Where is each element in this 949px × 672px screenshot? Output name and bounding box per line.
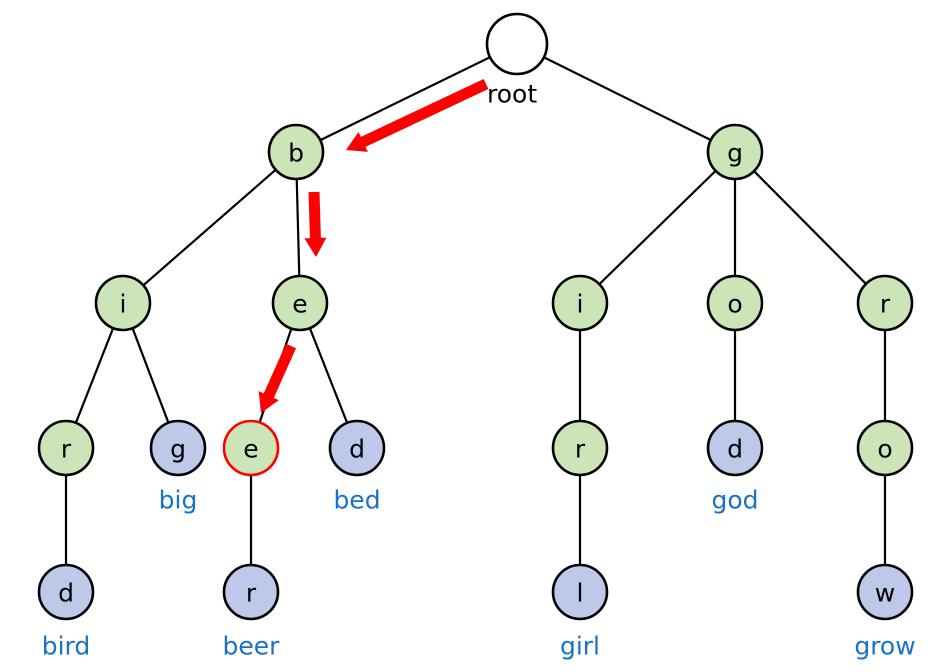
node-circle	[328, 419, 386, 477]
trie-node-g[interactable]: g	[706, 123, 764, 181]
trie-node-b-i[interactable]: i	[94, 274, 152, 332]
node-circle	[856, 563, 914, 621]
node-letter-bee: e	[243, 435, 258, 464]
trie-edge-b-i-to-bir	[74, 326, 115, 425]
trie-node-grow[interactable]: w	[856, 563, 914, 621]
arrow-b-to-e-head	[304, 237, 327, 257]
trie-node-bed[interactable]: d	[328, 419, 386, 477]
trie-node-g-o[interactable]: o	[706, 274, 764, 332]
node-letter-b: b	[288, 139, 304, 168]
trie-edge-b-to-b-i	[141, 167, 278, 288]
node-letter-b-i: i	[120, 290, 127, 319]
node-letter-god: d	[727, 435, 743, 464]
node-circle	[271, 274, 329, 332]
trie-node-bee[interactable]: e	[222, 419, 280, 477]
trie-node-big[interactable]: g	[149, 419, 207, 477]
edge-layer	[64, 55, 887, 568]
trie-node-gir[interactable]: r	[551, 419, 609, 477]
node-letter-gir: r	[575, 435, 586, 464]
trie-edge-b-i-to-big	[131, 326, 170, 425]
trie-node-b[interactable]: b	[267, 123, 325, 181]
node-letter-bird: d	[58, 579, 74, 608]
label-grow: grow	[854, 632, 915, 661]
node-circle	[222, 563, 280, 621]
trie-node-beer[interactable]: r	[222, 563, 280, 621]
node-letter-grow: w	[875, 579, 895, 608]
node-letter-bir: r	[61, 435, 72, 464]
trie-edge-g-to-g-i	[597, 169, 718, 286]
word-label-layer: big bed god bird beer girl grow	[42, 486, 916, 661]
trie-node-bir[interactable]: r	[37, 419, 95, 477]
arrow-root-to-b-head	[346, 131, 368, 152]
label-bed: bed	[333, 486, 380, 515]
trie-node-bird[interactable]: d	[37, 563, 95, 621]
label-girl: girl	[560, 632, 600, 661]
trie-node-b-e[interactable]: e	[271, 274, 329, 332]
node-circle	[706, 123, 764, 181]
node-circle	[856, 419, 914, 477]
trie-edge-root-to-b	[318, 55, 493, 142]
trie-edge-root-to-g	[541, 55, 713, 142]
arrow-root-to-b-shaft	[358, 79, 489, 149]
node-letter-g-i: i	[577, 290, 584, 319]
trie-node-root[interactable]	[485, 12, 549, 76]
trie-edge-b-to-b-e	[295, 176, 301, 279]
trie-node-girl[interactable]: l	[551, 563, 609, 621]
label-bird: bird	[42, 632, 91, 661]
node-letter-b-e: e	[292, 290, 307, 319]
label-beer: beer	[223, 632, 281, 661]
node-circle	[706, 419, 764, 477]
node-layer: b g i e i o r r g e d r d o d r l w	[37, 12, 914, 621]
label-god: god	[711, 486, 758, 515]
node-circle	[856, 274, 914, 332]
node-letter-gro: o	[877, 435, 892, 464]
node-letter-g-r: r	[880, 290, 891, 319]
trie-node-gro[interactable]: o	[856, 419, 914, 477]
node-letter-g-o: o	[727, 290, 742, 319]
node-circle	[706, 274, 764, 332]
node-circle-highlighted	[222, 419, 280, 477]
trie-node-god[interactable]: d	[706, 419, 764, 477]
trie-edge-g-to-g-r	[752, 169, 868, 286]
arrow-b-to-e-shaft	[308, 191, 322, 242]
node-circle	[37, 563, 95, 621]
node-circle	[94, 274, 152, 332]
label-big: big	[159, 486, 198, 515]
root-label: root	[487, 80, 537, 109]
node-letter-bed: d	[349, 435, 365, 464]
node-letter-girl: l	[577, 579, 584, 608]
arrow-e-to-e-shaft	[262, 343, 297, 401]
arrow-e-to-e-head	[258, 391, 279, 413]
node-circle	[485, 12, 549, 76]
node-circle	[551, 274, 609, 332]
node-circle	[37, 419, 95, 477]
node-letter-big: g	[170, 435, 186, 464]
traversal-arrow-layer	[258, 79, 489, 413]
node-letter-beer: r	[246, 579, 257, 608]
node-circle	[551, 563, 609, 621]
node-circle	[551, 419, 609, 477]
node-circle	[267, 123, 325, 181]
node-letter-g: g	[727, 139, 743, 168]
trie-edge-b-e-to-bed	[308, 326, 349, 425]
node-circle	[149, 419, 207, 477]
trie-node-g-i[interactable]: i	[551, 274, 609, 332]
trie-node-g-r[interactable]: r	[856, 274, 914, 332]
